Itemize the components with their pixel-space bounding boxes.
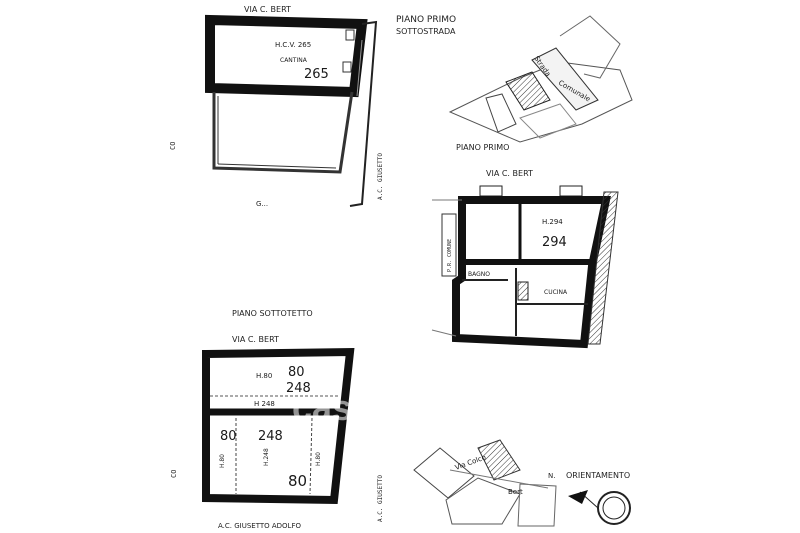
attic-h248: H 248 — [254, 400, 275, 408]
cucina-label: CUCINA — [544, 289, 568, 296]
attic-h248-mid: H.248 — [263, 448, 270, 466]
piano-primo-plan: VIA C. BERT H.294 294 BAGNO CUCINA P.R. … — [431, 169, 619, 349]
orientation-label: ORIENTAMENTO — [566, 471, 630, 480]
site-map-bottom: Via Colco Bert N. ORIENTAMENTO — [413, 439, 631, 527]
primo-room-value: 294 — [542, 235, 567, 250]
attic-h80-left: H.80 — [219, 454, 226, 468]
site-map-top: Strada Comunale PIANO PRIMO — [448, 15, 633, 152]
cantina-side-right: A.C. GIUSETTO — [377, 153, 384, 200]
attic-v248-top: 248 — [286, 381, 311, 396]
cantina-street-label: VIA C. BERT — [244, 5, 291, 14]
site-bottom-road-1: Via Colco — [454, 453, 487, 472]
attic-side-right: A.C. GIUSETTO — [377, 475, 384, 522]
primo-street-label: VIA C. BERT — [486, 169, 533, 178]
cantina-side-left: CO — [169, 142, 177, 150]
attic-v80-top: 80 — [288, 365, 305, 380]
floor-label-sottostrada: SOTTOSTRADA — [396, 27, 456, 36]
primo-height-label: H.294 — [542, 218, 563, 226]
cantina-plan: VIA C. BERT H.C.V. 265 CANTINA 265 CO A.… — [169, 5, 456, 208]
attic-h80-right: H.80 — [315, 452, 322, 466]
bagno-label: BAGNO — [468, 271, 490, 278]
sottotetto-plan: PIANO SOTTOTETTO VIA C. BERT H.80 80 248… — [170, 309, 384, 530]
cantina-height-label: H.C.V. 265 — [275, 41, 311, 49]
sottotetto-floor-label: PIANO SOTTOTETTO — [232, 309, 313, 318]
north-label: N. — [548, 472, 555, 480]
watermark-text: casa.it — [292, 387, 404, 428]
attic-bottom-label: A.C. GIUSETTO ADOLFO — [218, 522, 301, 530]
floor-label-primo: PIANO PRIMO — [396, 15, 456, 25]
cantina-walls — [205, 14, 368, 98]
cantina-bottom-note: G... — [256, 200, 268, 208]
attic-v80-bottom: 80 — [288, 472, 307, 490]
attic-side-left: CO — [170, 470, 178, 478]
attic-v248-mid: 248 — [258, 429, 283, 444]
site-bottom-road-2: Bert — [508, 488, 523, 496]
side-passage — [349, 20, 378, 207]
cantina-room-name: CANTINA — [280, 57, 308, 64]
lower-room-walls — [212, 91, 354, 174]
north-arrow-icon — [568, 490, 588, 504]
sottotetto-street-label: VIA C. BERT — [232, 335, 279, 344]
sottotetto-outer-walls — [202, 347, 355, 505]
cantina-room-value: 265 — [304, 67, 329, 82]
attic-h80-top: H.80 — [256, 372, 272, 380]
primo-side-left: P.R. COMUNE — [447, 239, 453, 272]
site-caption: PIANO PRIMO — [456, 143, 509, 152]
attic-v80-left: 80 — [220, 429, 237, 444]
